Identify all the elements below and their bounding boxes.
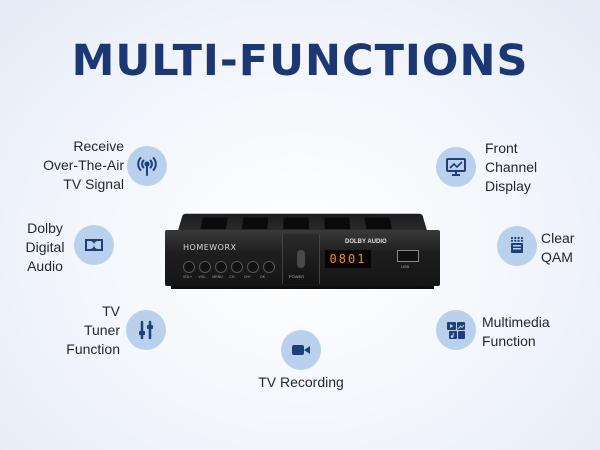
page-title: MULTI-FUNCTIONS — [71, 36, 529, 86]
device-base — [171, 286, 434, 289]
tuner-sliders-icon — [126, 310, 166, 350]
device-brand: HOMEWORX — [183, 243, 237, 252]
power-button — [297, 250, 305, 268]
channel-display: 0801 — [325, 250, 371, 268]
usb-label: USB — [401, 264, 410, 269]
power-label: POWER — [289, 274, 305, 279]
antenna-signal-icon — [127, 146, 167, 186]
feature-multimedia-label: Multimedia Function — [482, 314, 550, 349]
device-buttons — [183, 261, 275, 273]
feature-tuner-label: TV Tuner Function — [66, 303, 120, 357]
monitor-icon — [436, 147, 476, 187]
feature-front-display-label: Front Channel Display — [485, 140, 538, 194]
qam-chip-icon — [497, 226, 537, 266]
device-power-panel: POWER — [282, 234, 320, 284]
feature-dolby-label: Dolby Digital Audio — [25, 220, 65, 274]
dolby-icon — [74, 225, 114, 265]
dolby-audio-logo: DOLBY AUDIO — [345, 239, 387, 245]
feature-qam-label: Clear QAM — [541, 230, 575, 265]
feature-recording-label: TV Recording — [258, 374, 344, 390]
usb-port — [397, 250, 419, 262]
feature-ota-label: Receive Over-The-Air TV Signal — [43, 138, 124, 192]
video-camera-icon — [281, 330, 321, 370]
multimedia-icon — [436, 310, 476, 350]
